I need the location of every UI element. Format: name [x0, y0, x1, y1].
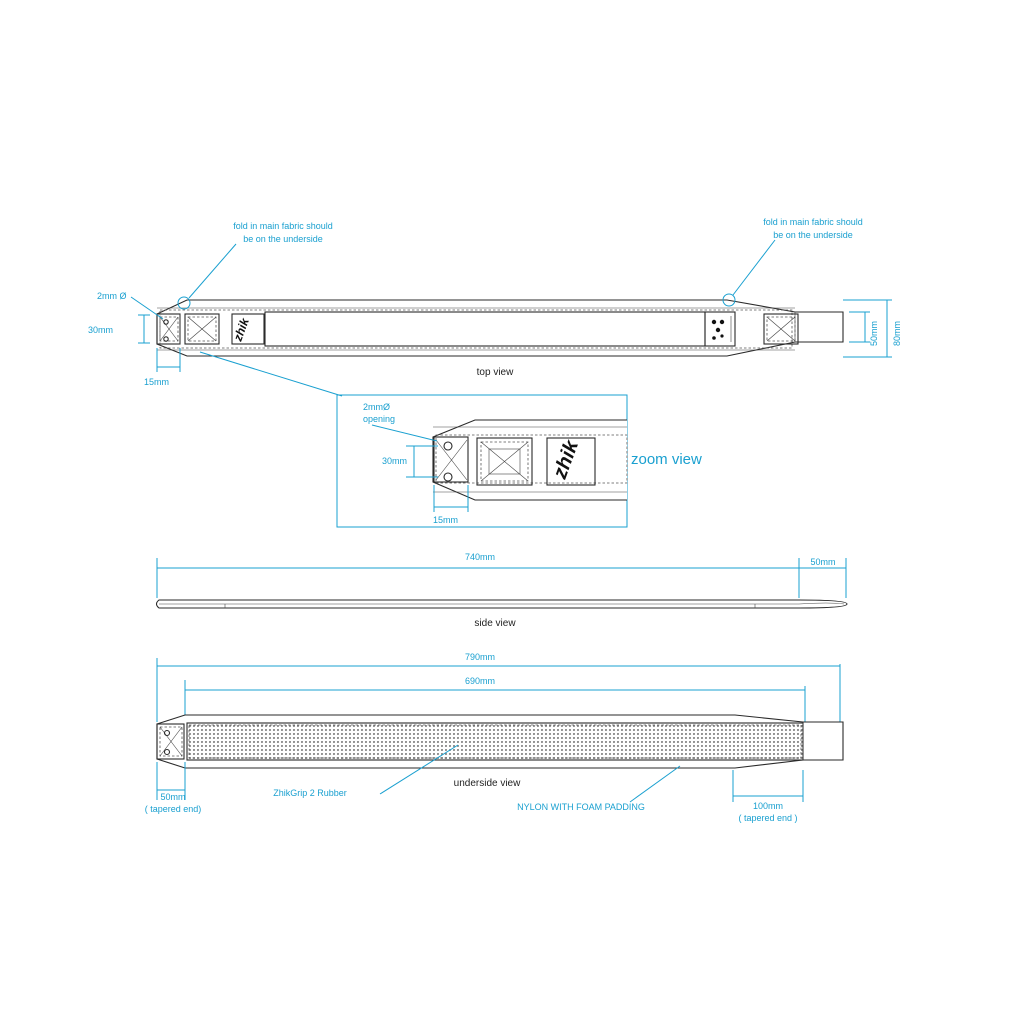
zoom-height-dim: 30mm	[382, 456, 407, 466]
zoom-hole-label-line1: 2mmØ	[363, 402, 390, 412]
zoom-view: zhik 2mmØ opening 30mm 15mm zoom view	[336, 394, 702, 528]
top-view-caption: top view	[477, 367, 514, 378]
under-right-end-note: ( tapered end )	[738, 813, 797, 823]
under-left-end-note: ( tapered end)	[145, 804, 202, 814]
top-end-width-dim: 15mm	[144, 377, 169, 387]
top-strap-outline	[156, 299, 844, 357]
side-view-caption: side view	[474, 618, 516, 629]
top-inner-height-dim: 50mm	[869, 321, 879, 346]
fold-note-right-line2: be on the underside	[773, 230, 853, 240]
top-view: zhik fold in main fabric should be on th…	[88, 217, 902, 397]
fold-note-left-line1: fold in main fabric should	[233, 221, 333, 231]
side-view: 740mm 50mm side view	[155, 552, 848, 629]
under-total-length-dim: 790mm	[465, 652, 495, 662]
underside-view-caption: underside view	[454, 778, 521, 789]
side-strap-outline	[155, 599, 848, 609]
side-length-dim: 740mm	[465, 552, 495, 562]
fold-note-left-line2: be on the underside	[243, 234, 323, 244]
top-end-height-dim: 30mm	[88, 325, 113, 335]
fold-note-right-line1: fold in main fabric should	[763, 217, 863, 227]
zoom-hole-label-line2: opening	[363, 414, 395, 424]
top-logo-patch	[231, 313, 265, 345]
under-grip-length-dim: 690mm	[465, 676, 495, 686]
underside-view: 790mm 690mm underside view 50mm ( tapere…	[145, 652, 844, 823]
grip-rubber-label: ZhikGrip 2 Rubber	[273, 788, 347, 798]
zoom-width-dim: 15mm	[433, 515, 458, 525]
top-outer-height-dim: 80mm	[892, 321, 902, 346]
zoom-logo-patch	[546, 437, 596, 486]
top-hole-dim: 2mm Ø	[97, 291, 127, 301]
under-right-end-dim: 100mm	[753, 801, 783, 811]
zoom-view-title: zoom view	[631, 451, 702, 468]
side-end-dim: 50mm	[810, 557, 835, 567]
padding-label: NYLON WITH FOAM PADDING	[517, 802, 645, 812]
under-left-end-dim: 50mm	[160, 792, 185, 802]
top-brand-patch	[704, 311, 736, 347]
